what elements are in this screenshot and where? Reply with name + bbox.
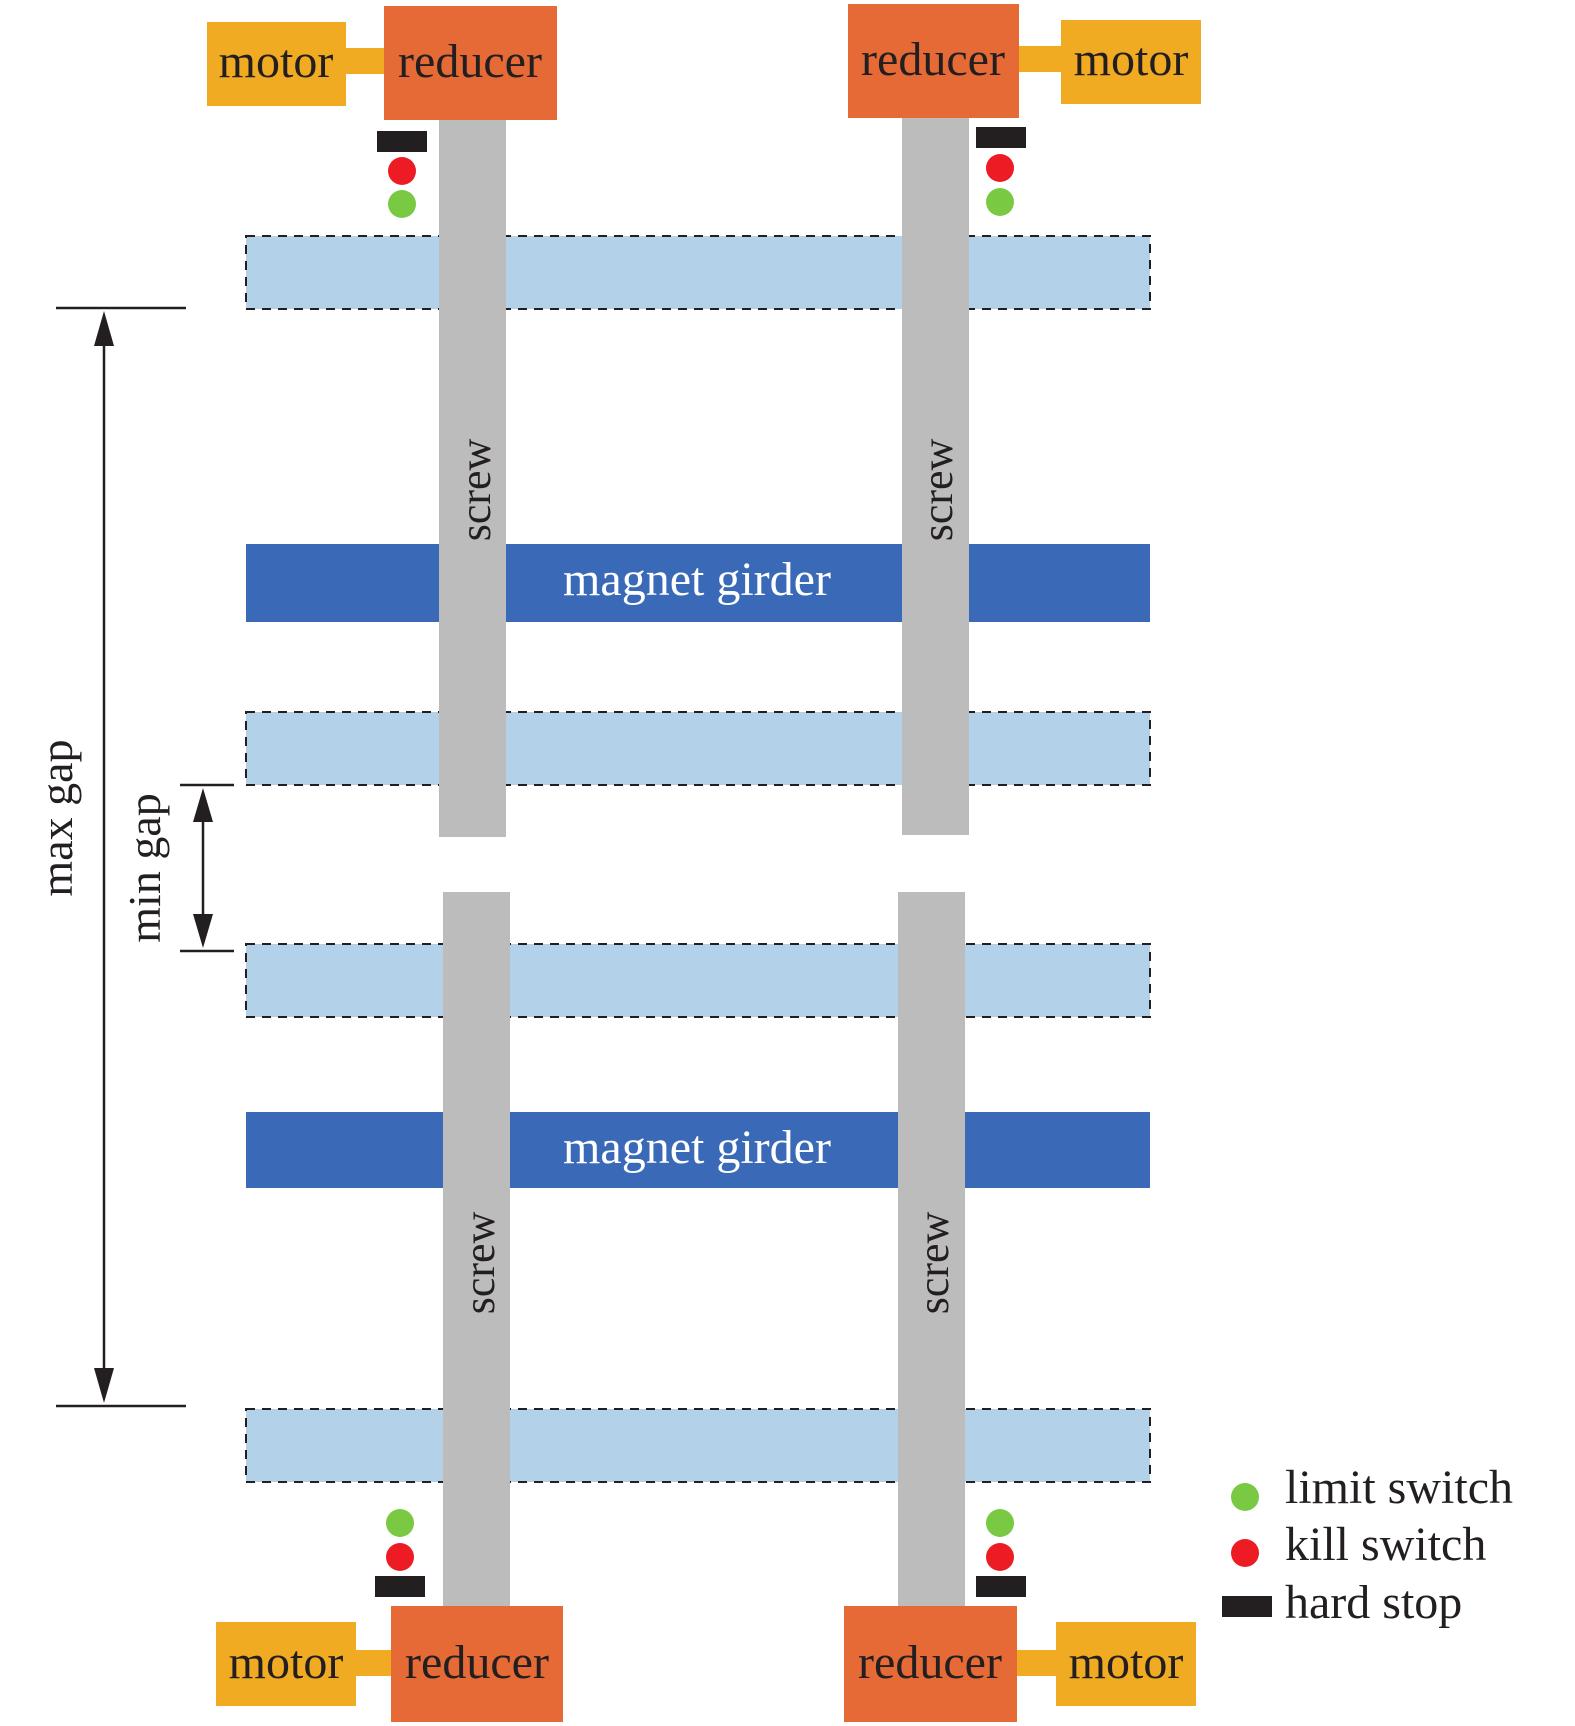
lower-magnet-girder-label: magnet girder [563,1121,831,1174]
hard-stop-marker [377,131,427,152]
legend-limit-switch-label: limit switch [1285,1461,1513,1514]
range-bands [245,235,1151,1483]
kill-switch-marker [986,1543,1014,1571]
legend: limit switch kill switch hard stop [1222,1461,1513,1629]
switches-top-left [377,131,427,218]
reducer-label: reducer [405,1636,549,1689]
reducer-box [384,6,557,120]
motor-label: motor [229,1636,344,1689]
hard-stop-marker [976,127,1026,148]
shaft-coupling [1011,1650,1061,1676]
hard-stop-marker [976,1576,1026,1597]
drive-top-left: motor reducer [207,6,557,120]
upper-magnet-girder [246,544,1150,622]
reducer-box [391,1606,563,1722]
kill-switch-marker [388,157,416,185]
max-gap-arrowhead-up [94,311,114,346]
motor-box [1061,20,1201,104]
legend-hard-stop-label: hard stop [1285,1576,1462,1629]
lower-right-screw [898,892,965,1608]
min-gap-dimension [180,783,234,953]
legend-hard-stop-swatch [1222,1596,1272,1617]
motor-label: motor [219,35,334,88]
upper-magnet-girder-label: magnet girder [563,553,831,606]
upper-right-screw-label: screw [913,438,962,541]
motor-box [207,22,346,106]
lower-left-screw [443,892,510,1608]
hard-stop-marker [375,1576,425,1597]
min-gap-arrowhead-down [193,914,213,948]
upper-left-screw [439,120,506,837]
lower-girder-min-position-band [245,943,1151,1018]
switches-bottom-right [976,1509,1026,1597]
limit-switch-marker [388,190,416,218]
drive-bottom-right: reducer motor [844,1606,1196,1722]
lower-girder-max-position-band [245,1408,1151,1483]
kill-switch-marker [986,154,1014,182]
drive-bottom-left: motor reducer [216,1606,563,1722]
max-gap-dimension [56,306,186,1408]
reducer-label: reducer [861,33,1005,86]
lower-right-screw-label: screw [909,1211,958,1314]
legend-kill-switch-label: kill switch [1285,1518,1486,1571]
max-gap-label: max gap [31,739,82,896]
reducer-label: reducer [398,35,542,88]
motor-box [1056,1622,1196,1706]
switches-bottom-left [375,1509,425,1597]
drive-top-right: reducer motor [848,4,1201,118]
max-gap-arrowhead-down [94,1368,114,1403]
motor-label: motor [1074,33,1189,86]
limit-switch-marker [386,1509,414,1537]
lower-magnet-girder [246,1112,1150,1188]
upper-right-screw [902,118,969,835]
switches-top-right [976,127,1026,216]
limit-switch-marker [986,1509,1014,1537]
shaft-coupling [1013,46,1065,72]
min-gap-arrowhead-up [193,788,213,822]
upper-girder-min-position-band [245,711,1151,786]
reducer-box [848,4,1019,118]
upper-girder-max-position-band [245,235,1151,310]
lower-left-screw-label: screw [455,1211,504,1314]
motor-box [216,1622,356,1706]
motor-label: motor [1069,1636,1184,1689]
legend-limit-switch-swatch [1231,1483,1259,1511]
reducer-box [844,1606,1017,1722]
min-gap-label: min gap [119,793,170,942]
reducer-label: reducer [858,1636,1002,1689]
shaft-coupling [350,1650,396,1676]
limit-switch-marker [986,188,1014,216]
legend-kill-switch-swatch [1231,1539,1259,1567]
upper-left-screw-label: screw [451,438,500,541]
kill-switch-marker [386,1543,414,1571]
shaft-coupling [342,48,388,74]
